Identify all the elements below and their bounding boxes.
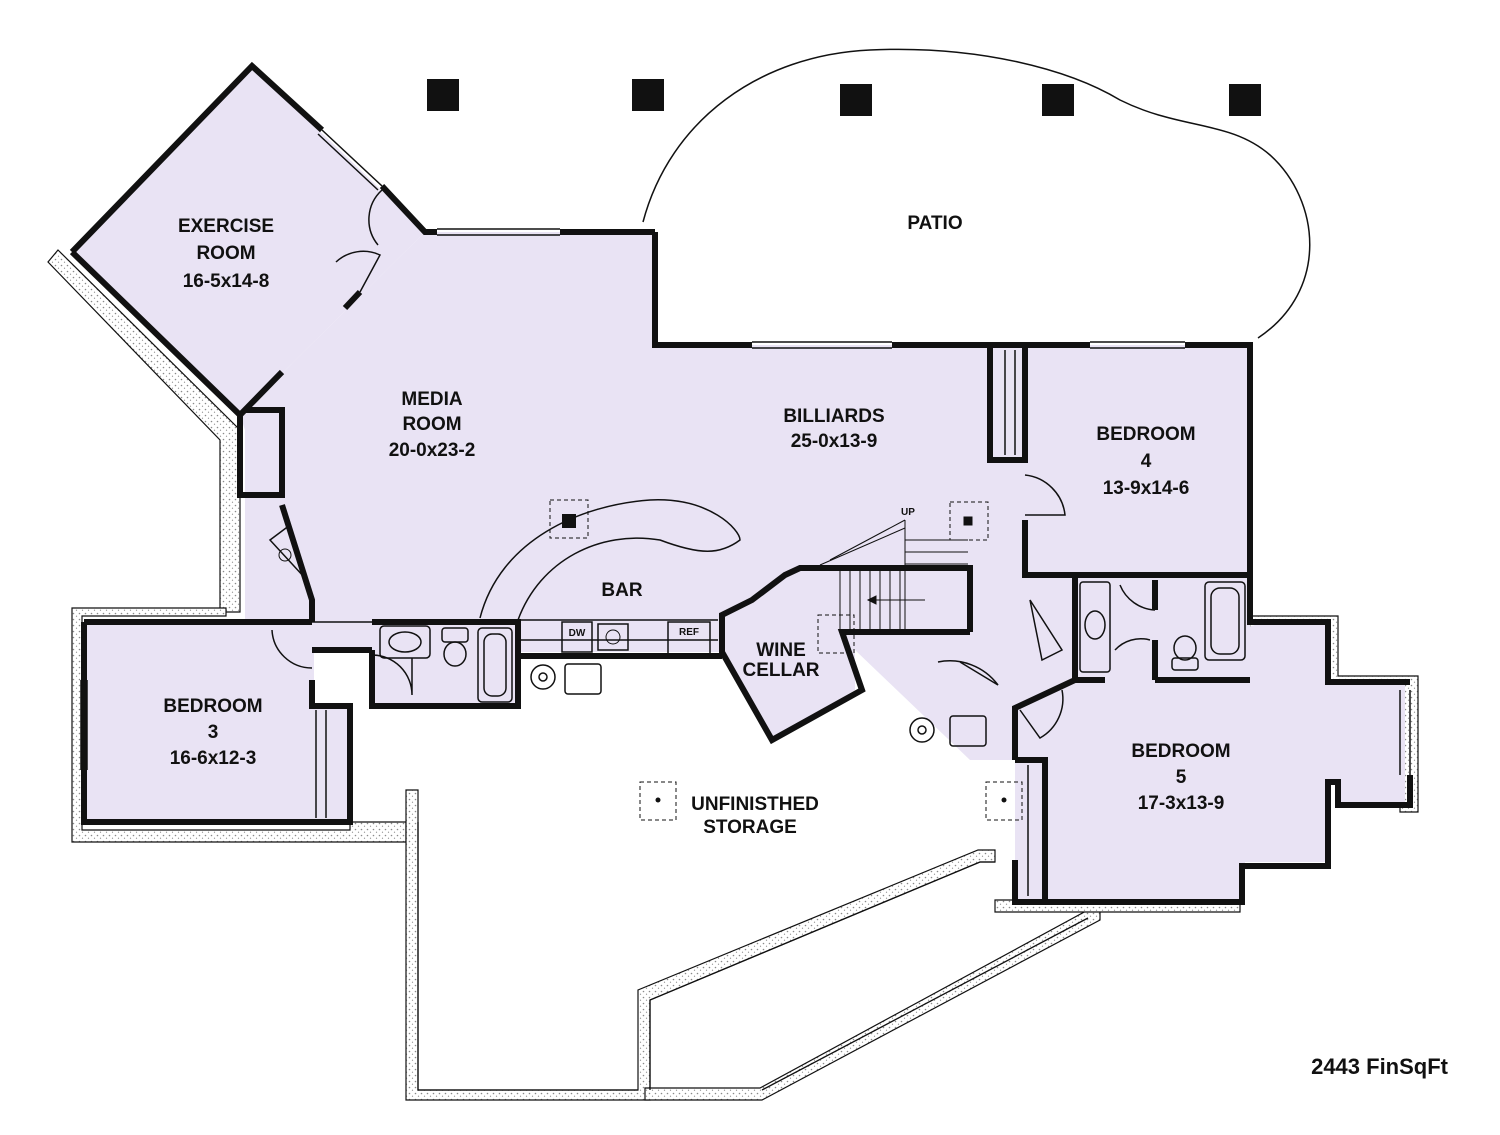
mechanical <box>530 663 987 747</box>
bedroom4-door-swing <box>1024 474 1066 516</box>
bedroom-3-size: 16-6x12-3 <box>170 748 257 769</box>
exercise-room-name-2: ROOM <box>196 243 255 264</box>
storage-name: UNFINISTHED <box>691 794 819 815</box>
media-room-size: 20-0x23-2 <box>389 440 476 461</box>
dishwasher-label: DW <box>569 628 586 639</box>
patio-name: PATIO <box>907 213 962 234</box>
posts <box>549 499 1023 821</box>
bedroom-5-size: 17-3x13-9 <box>1138 793 1225 814</box>
bath-door-swing <box>1114 637 1151 651</box>
media-room-name: MEDIA <box>401 389 463 410</box>
bedroom-4-size: 13-9x14-6 <box>1103 478 1190 499</box>
column-post <box>632 79 664 111</box>
room-labels: EXERCISE ROOM 16-5x14-8 MEDIA ROOM 20-0x… <box>163 213 1230 838</box>
stairs-up-label: UP <box>901 507 915 518</box>
exercise-room-size: 16-5x14-8 <box>183 271 270 292</box>
column-post <box>1229 84 1261 116</box>
bedroom-3-number: 3 <box>208 722 219 743</box>
exercise-room-name: EXERCISE <box>178 216 274 237</box>
bedroom-4-name: BEDROOM <box>1096 424 1195 445</box>
storage-name-2: STORAGE <box>703 817 797 838</box>
bar-name: BAR <box>601 580 642 601</box>
column-post <box>427 79 459 111</box>
exercise-room-area <box>72 66 425 415</box>
refrigerator-label: REF <box>679 627 699 638</box>
bedroom-5-area <box>1015 625 1405 902</box>
bar-appliances: DW REF <box>561 621 711 655</box>
corner-fireplace <box>268 523 306 579</box>
patio-outline <box>642 48 1311 339</box>
bedroom-5-name: BEDROOM <box>1131 741 1230 762</box>
bedroom-3-area <box>84 622 314 822</box>
finished-area <box>72 66 1405 902</box>
wine-cellar-name: WINE <box>756 640 806 661</box>
billiards-size: 25-0x13-9 <box>791 431 878 452</box>
bedroom-3-name: BEDROOM <box>163 696 262 717</box>
exercise-door-swing <box>335 250 382 293</box>
bath-door-swing <box>1119 584 1156 611</box>
bar-counter <box>479 499 741 621</box>
closet-door-swing <box>1029 599 1064 662</box>
walls <box>69 61 1413 905</box>
storage-outline <box>417 822 1089 1091</box>
hall-door-swing <box>937 660 999 686</box>
stairs <box>819 516 973 632</box>
bath-fixtures-left <box>379 625 513 703</box>
bedroom5-door-swing <box>1019 689 1064 739</box>
bedroom-5-number: 5 <box>1176 767 1187 788</box>
wine-cellar-name-2: CELLAR <box>742 660 819 681</box>
billiards-name: BILLIARDS <box>783 406 884 427</box>
bedroom-3-closet-area <box>312 706 350 822</box>
bedroom3-door-swing <box>271 629 313 669</box>
exercise-door-swing <box>368 189 383 246</box>
bedroom-4-number: 4 <box>1141 451 1152 472</box>
fireplace-grate <box>278 548 292 562</box>
column-post <box>1042 84 1074 116</box>
column-post <box>840 84 872 116</box>
bedroom-4-area <box>1025 345 1250 575</box>
total-finished-sqft: 2443 FinSqFt <box>1311 1054 1449 1079</box>
bath-fixtures-right <box>1079 581 1246 673</box>
patio-posts <box>427 79 1261 116</box>
media-room-name-2: ROOM <box>402 414 461 435</box>
